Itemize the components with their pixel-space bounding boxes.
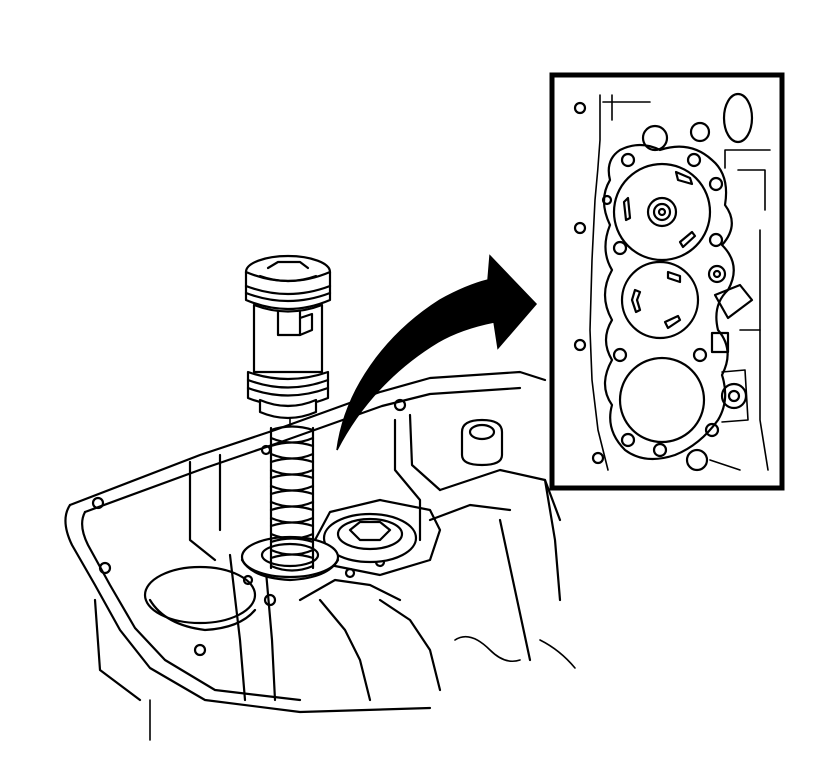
curved-arrow-icon (336, 254, 538, 451)
transmission-housing (64, 370, 576, 741)
detail-inset (549, 72, 785, 491)
accumulator-spring (269, 404, 315, 572)
accumulator-piston (244, 254, 332, 420)
